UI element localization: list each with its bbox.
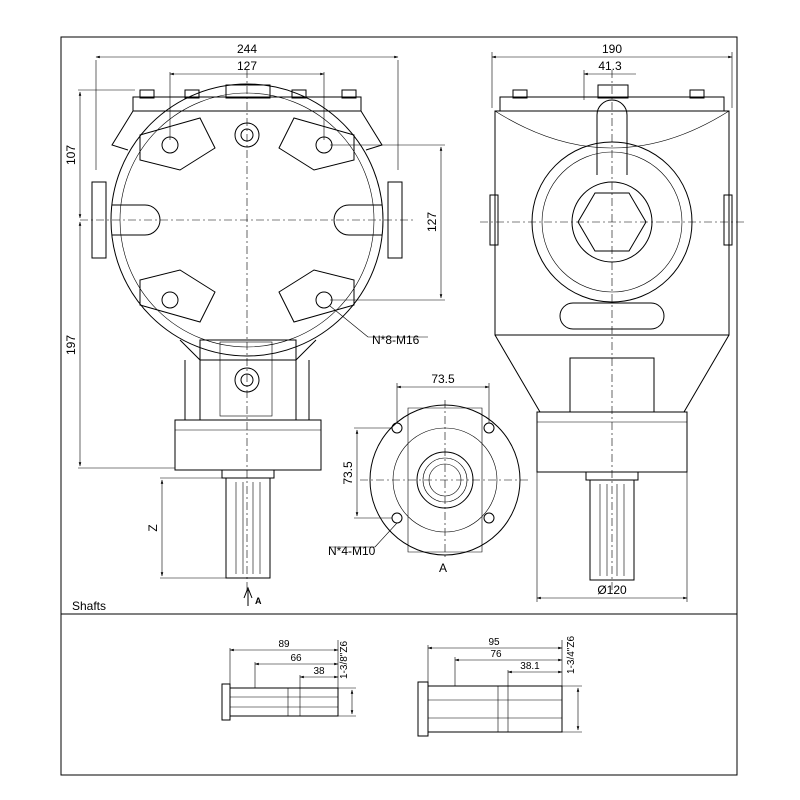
- view-a-label: A: [439, 561, 447, 575]
- shaft-2-dim-mid: 76: [490, 649, 502, 660]
- shaft-1-spec: 1-3/8"Z6: [339, 641, 350, 679]
- shaft-2-dim-short: 38.1: [520, 661, 540, 672]
- dim-upper-height: 107: [64, 145, 78, 165]
- shaft-1-dim-mid: 66: [290, 653, 302, 664]
- shaft-2: 95 76 38.1 1-3/4"Z6: [417, 636, 582, 737]
- shaft-1: 89 66 38 1-3/8"Z6: [221, 639, 356, 721]
- front-view: A 244 127 107 197 127 N*8-M16 Z: [64, 42, 445, 606]
- shaft-2-dim-total: 95: [488, 637, 500, 648]
- shaft-2-spec: 1-3/4"Z6: [566, 636, 577, 674]
- dim-side-width: 190: [602, 42, 622, 56]
- dim-body-height: 127: [425, 212, 439, 232]
- dim-offset: 41.3: [598, 59, 622, 73]
- dim-flange-v: 73.5: [341, 461, 355, 485]
- view-arrow-label: A: [255, 596, 262, 606]
- dim-bolt-spacing: 127: [237, 59, 257, 73]
- side-view: 190 41.3 Ø120: [480, 42, 745, 602]
- bolt-callout-m16: N*8-M16: [372, 333, 420, 347]
- shaft-1-dim-total: 89: [278, 639, 290, 650]
- dim-total-height: 197: [64, 335, 78, 355]
- dim-flange-h: 73.5: [431, 372, 455, 386]
- bolt-callout-m10: N*4-M10: [328, 544, 376, 558]
- drawing-frame: [60, 36, 738, 776]
- dim-overall-width: 244: [237, 42, 257, 56]
- flange-view: 73.5 73.5 N*4-M10 A: [328, 372, 530, 575]
- shaft-1-dim-short: 38: [313, 666, 325, 677]
- dim-shaft-length: Z: [146, 524, 160, 531]
- shafts-title: Shafts: [72, 599, 106, 613]
- dim-base-diameter: Ø120: [597, 583, 627, 597]
